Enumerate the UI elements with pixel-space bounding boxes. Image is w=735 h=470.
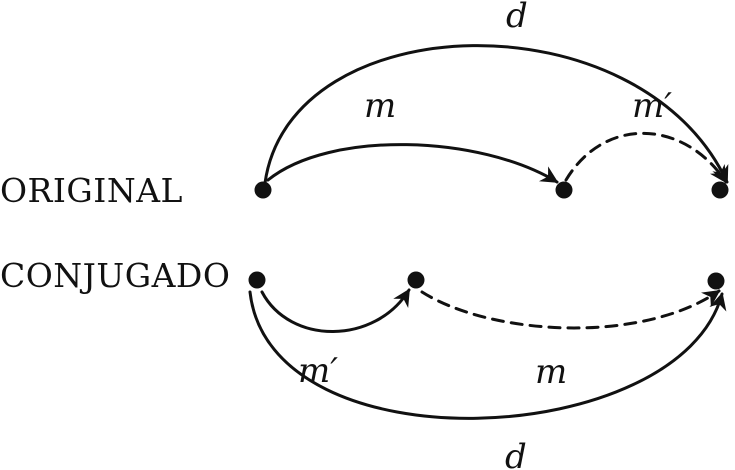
conjugado-m-arrow <box>420 289 721 330</box>
original-point-middle <box>555 181 573 199</box>
original-d-arrow <box>263 44 729 185</box>
original-m-prime-arrow <box>564 131 728 184</box>
original-m-label: m <box>364 86 396 126</box>
conjugado-d-arrow <box>248 290 727 420</box>
original-m-arrow <box>266 143 559 184</box>
conjugado-row-label: CONJUGADO <box>0 256 230 295</box>
conjugado-d-label: d <box>505 437 527 470</box>
conjugado-m-prime-label: m′ <box>298 351 338 391</box>
original-point-end <box>711 181 729 199</box>
conjugado-point-end <box>707 272 725 290</box>
original-row-label: ORIGINAL <box>0 171 183 210</box>
conjugado-point-middle <box>407 271 425 289</box>
conjugado-m-prime-arrow <box>260 288 411 333</box>
conjugado-point-start <box>248 271 266 289</box>
original-m-prime-label: m′ <box>632 86 672 126</box>
original-point-start <box>254 181 272 199</box>
original-d-label: d <box>506 0 528 36</box>
conjugado-m-label: m <box>535 352 567 392</box>
